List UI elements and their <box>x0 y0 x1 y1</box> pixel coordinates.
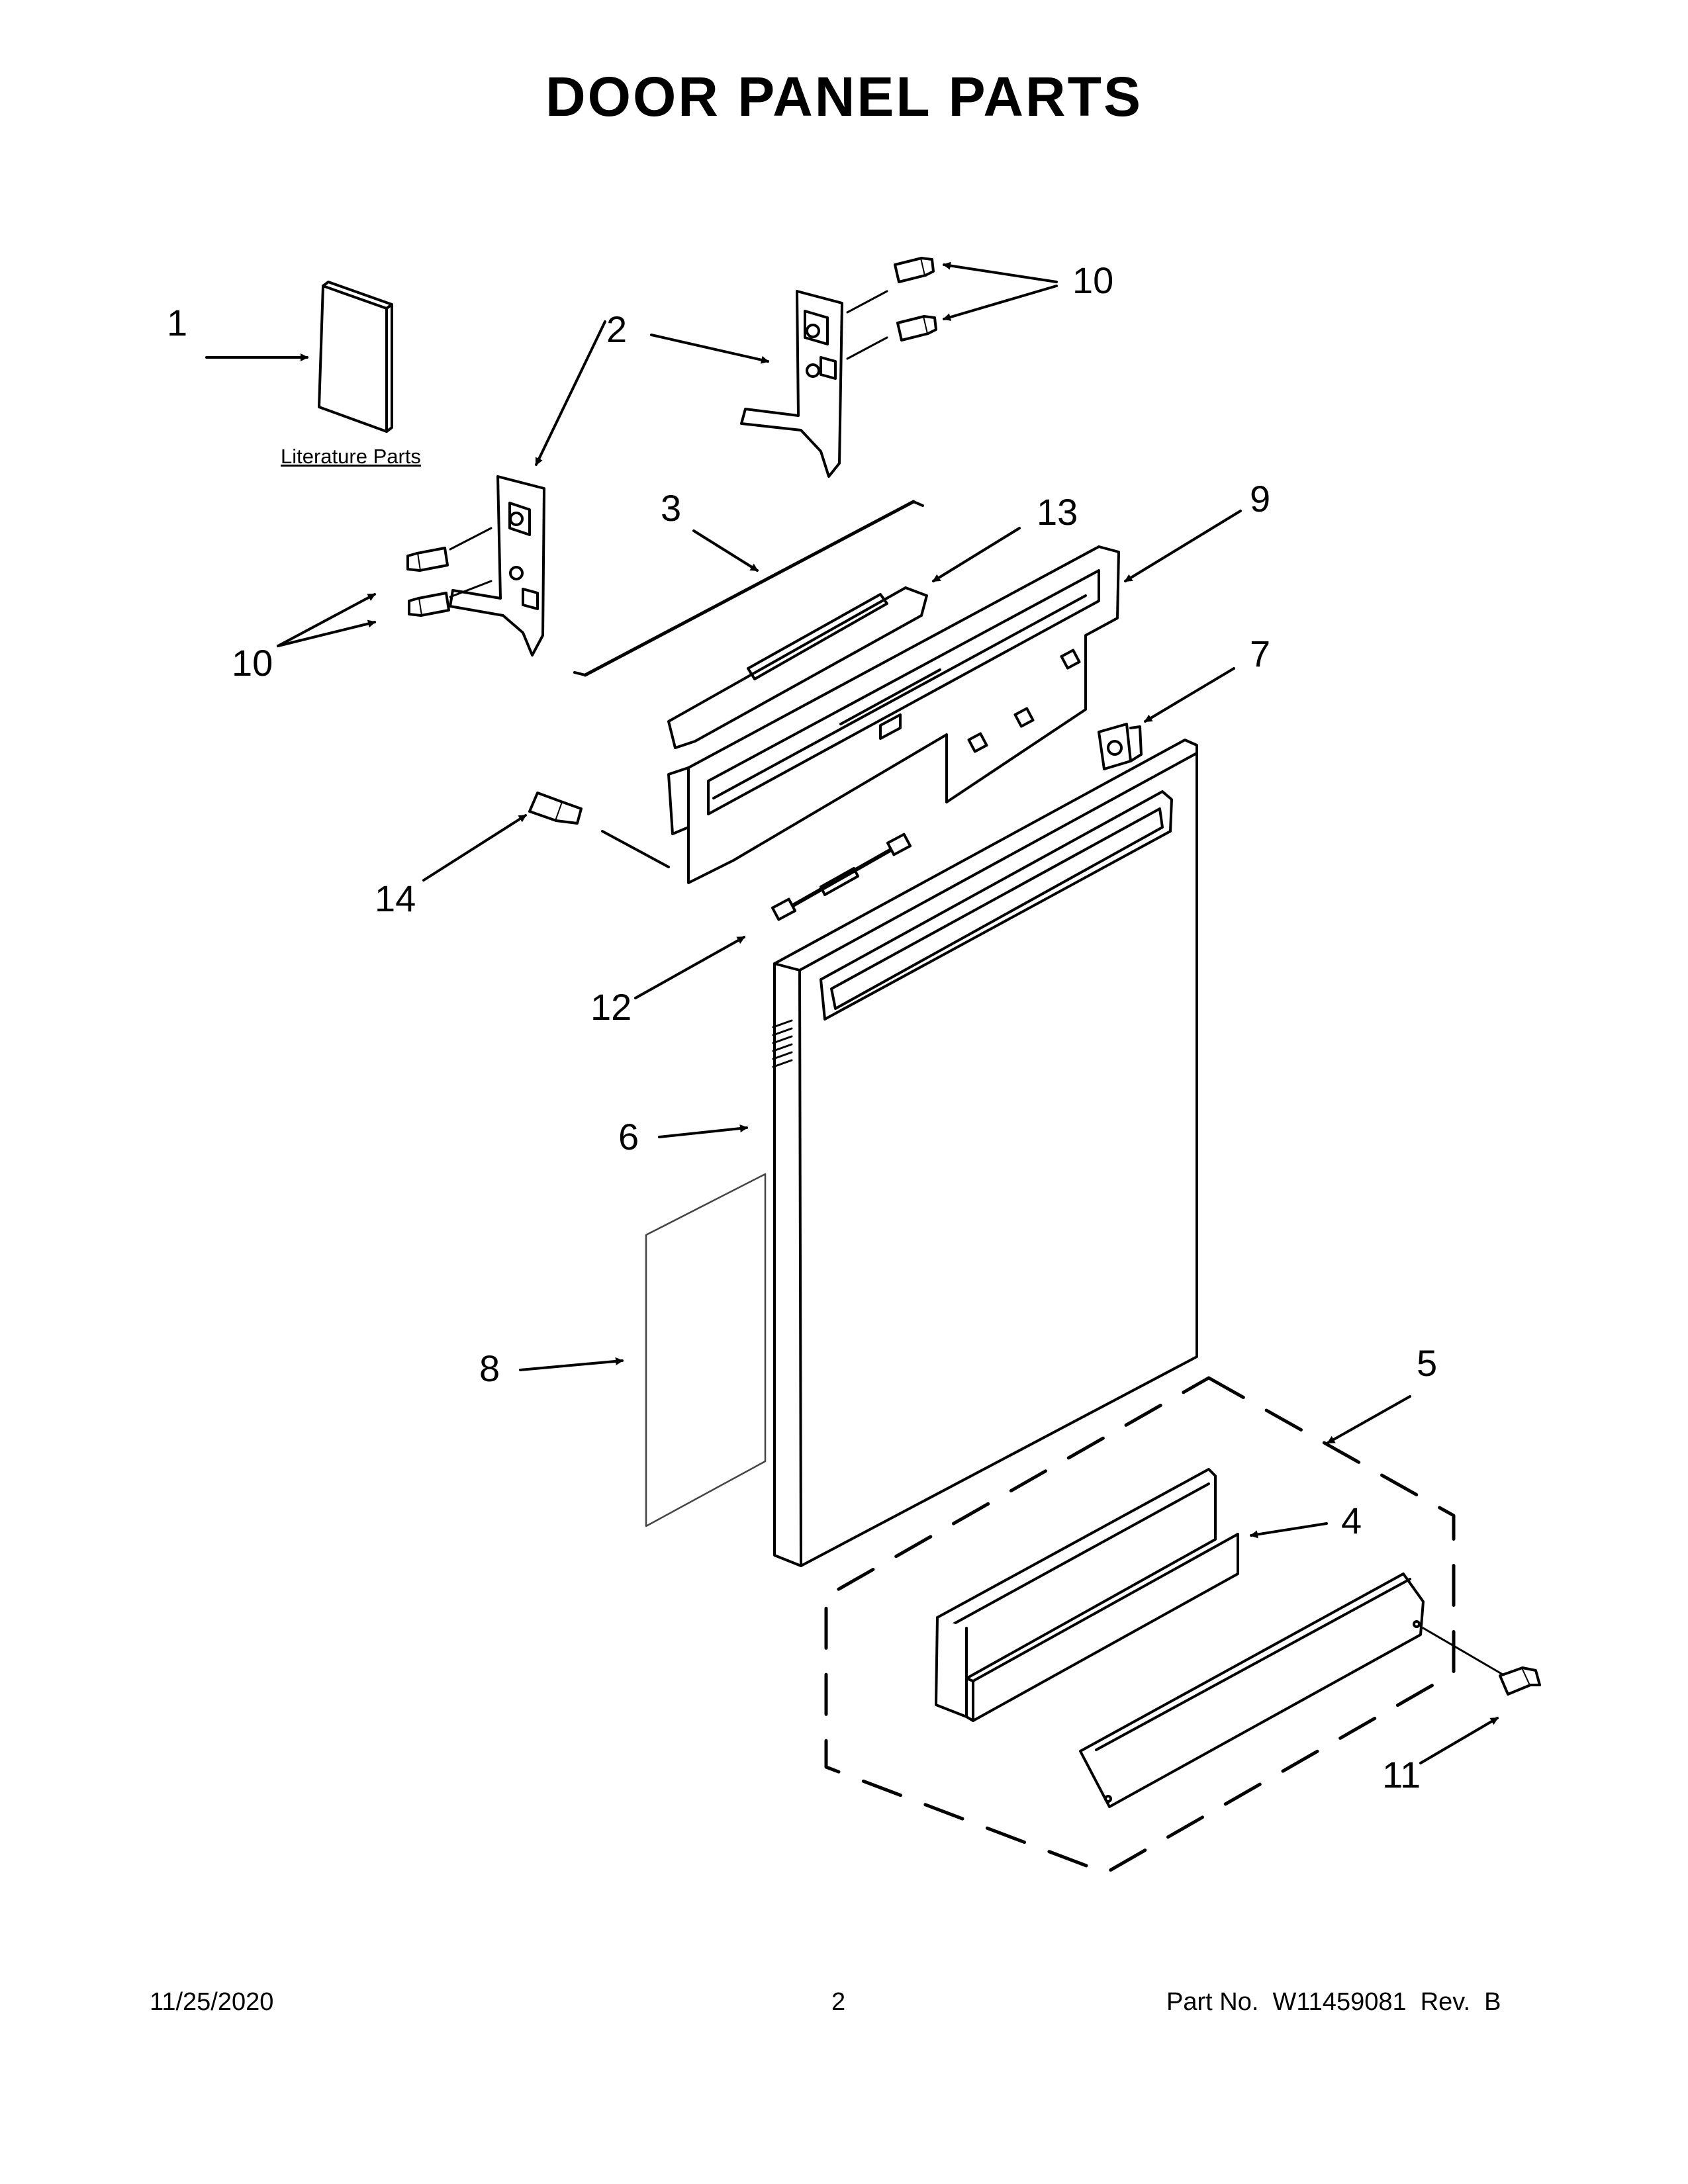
literature-parts-label: Literature Parts <box>281 445 421 468</box>
control-panel-housing <box>667 545 1120 884</box>
user-interface-module <box>667 586 941 749</box>
page-title: DOOR PANEL PARTS <box>545 66 1143 128</box>
wire-harness <box>771 833 912 921</box>
rod <box>573 500 924 677</box>
callout-11: 11 <box>1382 1754 1421 1796</box>
leader-12 <box>634 936 745 999</box>
leader-10-upper-a <box>943 261 1058 283</box>
leader-8 <box>519 1357 624 1371</box>
callout-10-left: 10 <box>232 642 273 684</box>
screw-upper-1 <box>894 257 935 283</box>
leader-13 <box>932 527 1021 582</box>
leader-10-left-b <box>277 619 376 647</box>
leader-14 <box>422 814 527 882</box>
hinge-bracket-left <box>449 475 545 657</box>
hinge-bracket-right <box>740 290 888 478</box>
outer-door-panel <box>772 739 1198 1567</box>
callout-5: 5 <box>1417 1342 1438 1384</box>
callout-4: 4 <box>1341 1500 1362 1541</box>
screw-part-14 <box>528 792 670 868</box>
leader-10-upper-b <box>943 285 1058 321</box>
toe-panel <box>935 1468 1239 1722</box>
callout-13: 13 <box>1037 491 1078 533</box>
leader-2-upper <box>650 334 769 364</box>
footer-date: 11/25/2020 <box>150 1988 274 2016</box>
leader-6 <box>658 1124 748 1138</box>
leader-7 <box>1144 667 1235 723</box>
callout-12: 12 <box>590 986 632 1028</box>
callout-6: 6 <box>618 1116 639 1158</box>
leader-11 <box>1419 1717 1499 1764</box>
leader-9 <box>1124 510 1242 582</box>
callout-7: 7 <box>1250 633 1271 674</box>
leader-10-left-a <box>277 593 376 647</box>
leader-5 <box>1327 1395 1411 1444</box>
callout-3: 3 <box>661 487 682 529</box>
insulation-sheet <box>645 1173 767 1527</box>
callout-10-upper: 10 <box>1072 259 1114 301</box>
leader-3 <box>692 529 759 572</box>
footer-page-number: 2 <box>831 1988 846 2016</box>
callout-9: 9 <box>1250 478 1271 520</box>
callout-8: 8 <box>479 1347 500 1389</box>
toe-panel-bracket <box>1079 1572 1425 1808</box>
screw-left-1 <box>406 547 449 572</box>
door-latch <box>1098 723 1143 770</box>
leader-2-left <box>535 320 606 466</box>
toe-panel-kit-outline <box>824 1376 1456 1875</box>
footer-part-number: Part No. W11459081 Rev. B <box>1166 1988 1501 2016</box>
callout-14: 14 <box>375 878 416 919</box>
leader-4 <box>1250 1522 1328 1539</box>
callout-2: 2 <box>606 308 628 350</box>
screw-upper-2 <box>896 315 937 341</box>
callout-1: 1 <box>167 302 188 343</box>
screw-left-2 <box>408 592 450 617</box>
literature-booklet <box>318 281 393 433</box>
screw-part-11 <box>1422 1627 1541 1696</box>
